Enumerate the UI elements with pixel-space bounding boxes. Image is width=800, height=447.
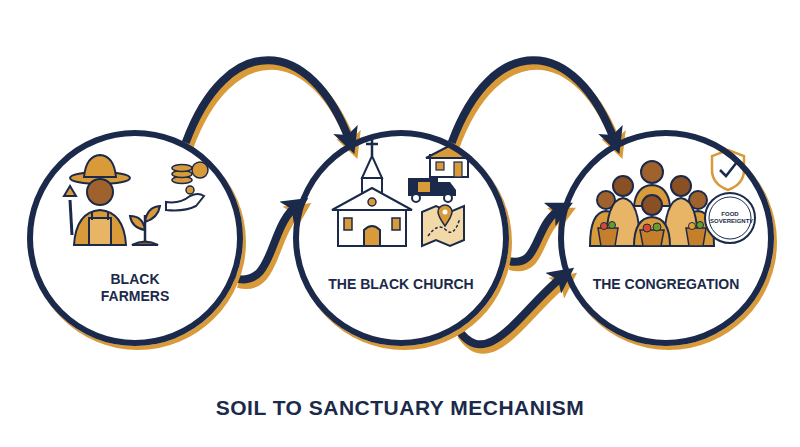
flow-arrow [507, 208, 566, 267]
node-label: BLACK FARMERS [80, 271, 190, 305]
badge-text: FOOD SOVEREIGNTY [710, 211, 750, 225]
flow-arrow [452, 60, 619, 148]
congregation-icon [590, 150, 755, 246]
flow-arrow [186, 60, 354, 148]
flow-arrow [235, 205, 301, 285]
circle-node: BLACK FARMERS [27, 130, 243, 346]
node-label: THE BLACK CHURCH [328, 276, 473, 293]
arrow-body [458, 275, 564, 344]
arrow-body [186, 60, 351, 143]
node-label: THE CONGREGATION [593, 276, 740, 293]
arrow-shadow [189, 65, 354, 148]
church-icon [332, 138, 472, 246]
circle-node: THE BLACK CHURCH [293, 130, 509, 346]
flow-arrow [458, 275, 567, 349]
arrow-body [452, 60, 616, 143]
arrow-body [235, 205, 298, 280]
arrow-body [507, 208, 563, 262]
circle-node: THE CONGREGATION [558, 130, 774, 346]
diagram-title: SOIL TO SANCTUARY MECHANISM [0, 396, 800, 420]
farmer-icon [64, 155, 208, 245]
